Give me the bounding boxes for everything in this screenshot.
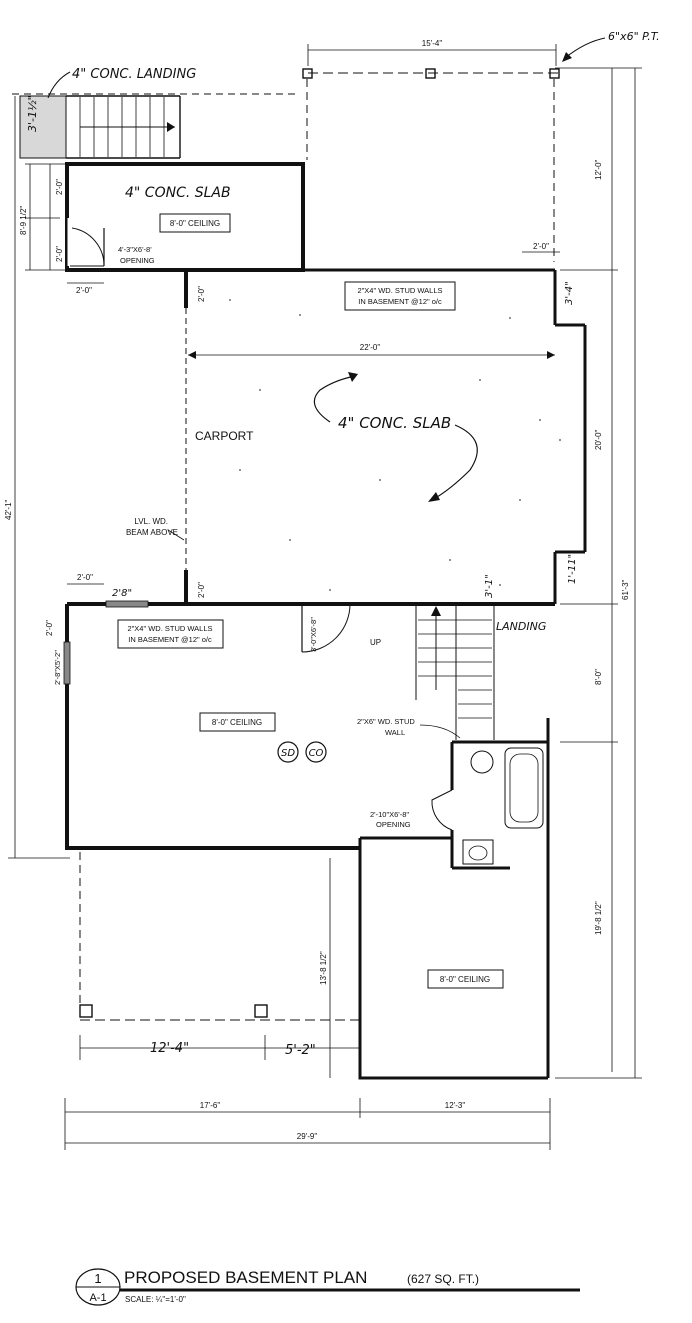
bathtub (504, 747, 544, 829)
dim-2-0-c: 2'-0" (76, 286, 92, 295)
right-dim-lines: 61'-3" 6"x6" P.T. (555, 30, 660, 1079)
opening-label-top-1: 4'-3"X6'-8' (118, 245, 152, 254)
beam-label-1: LVL. WD. (134, 517, 168, 526)
drawing-scale: SCALE: ¼"=1'-0" (125, 1295, 186, 1304)
dim-2-0-g: 2'-0" (77, 573, 93, 582)
dim-2-0-e: 2'-0" (197, 582, 206, 598)
left-upper-dims: 8'-9 1/2" 2'-0" 2'-0" 2'-0" (19, 163, 104, 295)
smoke-detector-symbol (277, 741, 299, 763)
dim-12-0: 12'-0" (594, 159, 603, 180)
top-dim: 15'-4" (307, 39, 557, 66)
bathroom: 2'-10"X6'-8" OPENING (370, 718, 550, 1078)
co-detector-symbol (305, 741, 327, 763)
dim-12-4-handwritten: 12'-4" (150, 1041, 189, 1056)
stud-right-label-1: 2"X4" WD. STUD WALLS (357, 286, 442, 295)
dim-5-2-handwritten: 5'-2" (285, 1043, 316, 1058)
dim-61-3: 61'-3" (621, 579, 630, 600)
dim-2-0-b: 2'-0" (55, 246, 64, 262)
dim-20-0: 20'-0" (594, 429, 603, 450)
drawing-title: PROPOSED BASEMENT PLAN (124, 1268, 367, 1287)
dim-15-4: 15'-4" (422, 39, 443, 48)
opening-label-mid-1: 2'-10"X6'-8" (370, 810, 409, 819)
dim-2-8-5-2: 2'-8"X5'-2" (53, 650, 62, 685)
post-lower-left (79, 1004, 93, 1018)
post-lower-mid (254, 1004, 268, 1018)
post-top-right (549, 68, 560, 79)
right-dim-b-handwritten: 3'-1" (484, 574, 495, 598)
post-top-left (302, 68, 313, 79)
dim-29-9: 29'-9" (297, 1132, 318, 1141)
co-handwritten: CO (309, 748, 324, 759)
post-top-mid (425, 68, 436, 79)
carport: 2'-0" 2'-0" 2"X4" WD. STUD WALLS IN BASE… (126, 268, 587, 604)
dim-19-8: 19'-8 1/2" (594, 901, 603, 935)
sheet-ref: A-1 (89, 1292, 106, 1304)
sheet-number: 1 (94, 1271, 101, 1286)
right-dim-a-handwritten: 3'-4" (564, 281, 575, 305)
dim-13-8: 13'-8 1/2" (319, 951, 328, 985)
left-long-dim: 42'-1" (4, 96, 70, 859)
post-note-handwritten: 6"x6" P.T. (608, 30, 660, 43)
up-label: UP (370, 638, 381, 647)
stud-left-label-2: IN BASEMENT @12" o/c (128, 635, 212, 644)
landing-right-handwritten: LANDING (496, 620, 546, 633)
stud-wall-label-2: WALL (385, 728, 405, 737)
dim-22-0: 22'-0" (360, 343, 381, 352)
ceiling-label-mid: 8'-0" CEILING (212, 718, 262, 727)
step-dim-handwritten: 3'-1½" (26, 95, 39, 132)
top-slab-room: 4" CONC. SLAB 8'-0" CEILING 4'-3"X6'-8' … (65, 162, 305, 272)
carport-right-dims: 2'-0" 3'-4" 1'-11" 3'-1" 20'-0" 12'-0" 8… (484, 159, 603, 935)
ceiling-label-bottom: 8'-0" CEILING (440, 975, 490, 984)
lower-room: 8'-0" CEILING (358, 836, 548, 1080)
ceiling-label-top: 8'-0" CEILING (170, 219, 220, 228)
bottom-dims: 17'-6" 12'-3" 29'-9" (64, 1098, 551, 1150)
top-landing: 3'-1½" 4" CONC. LANDING (12, 67, 300, 159)
title-block: 1 A-1 PROPOSED BASEMENT PLAN (627 SQ. FT… (75, 1268, 580, 1306)
opening-label-top-2: OPENING (120, 256, 155, 265)
stud-right-label-2: IN BASEMENT @12" o/c (358, 297, 442, 306)
carport-label: CARPORT (195, 429, 254, 443)
lower-carport-outline: 13'-8 1/2" 12'-4" 5'-2" (79, 852, 360, 1078)
landing-top-handwritten: 4" CONC. LANDING (72, 67, 196, 82)
slab-top-handwritten: 4" CONC. SLAB (125, 185, 231, 201)
dim-42-1: 42'-1" (4, 499, 13, 520)
concrete-stipple (229, 299, 561, 591)
dim-2-0-f: 2'-0" (533, 242, 549, 251)
dim-8-9: 8'-9 1/2" (19, 206, 28, 235)
main-basement-room: 2'8" 2'-0" 2'-0" 2'-8"X5'-2" 2"X4" WD. S… (45, 573, 555, 850)
beam-label-2: BEAM ABOVE (126, 528, 178, 537)
stud-wall-label-1: 2"X6" WD. STUD (357, 717, 415, 726)
dim-17-6: 17'-6" (200, 1101, 221, 1110)
interior-stairs: LANDING 2"X6" WD. STUD WALL (357, 606, 546, 740)
sink (470, 750, 494, 774)
slab-carport-handwritten: 4" CONC. SLAB (338, 414, 451, 432)
dim-8-0-right: 8'-0" (594, 669, 603, 685)
sd-handwritten: SD (281, 748, 295, 759)
drawing-area: (627 SQ. FT.) (407, 1272, 479, 1286)
dim-2-0-d: 2'-0" (197, 286, 206, 302)
upper-carport-outline (302, 68, 560, 262)
toilet (462, 839, 494, 865)
opening-label-mid-2: OPENING (376, 820, 411, 829)
dim-2-0-h: 2'-0" (45, 620, 54, 636)
door-label: 3'-0"X6'-8" (309, 617, 318, 652)
right-dim-c-handwritten: 1'-11" (567, 554, 578, 584)
dim-2-0-a: 2'-0" (55, 179, 64, 195)
window-dim-handwritten: 2'8" (112, 588, 132, 599)
stud-left-label-1: 2"X4" WD. STUD WALLS (127, 624, 212, 633)
dim-12-3: 12'-3" (445, 1101, 466, 1110)
